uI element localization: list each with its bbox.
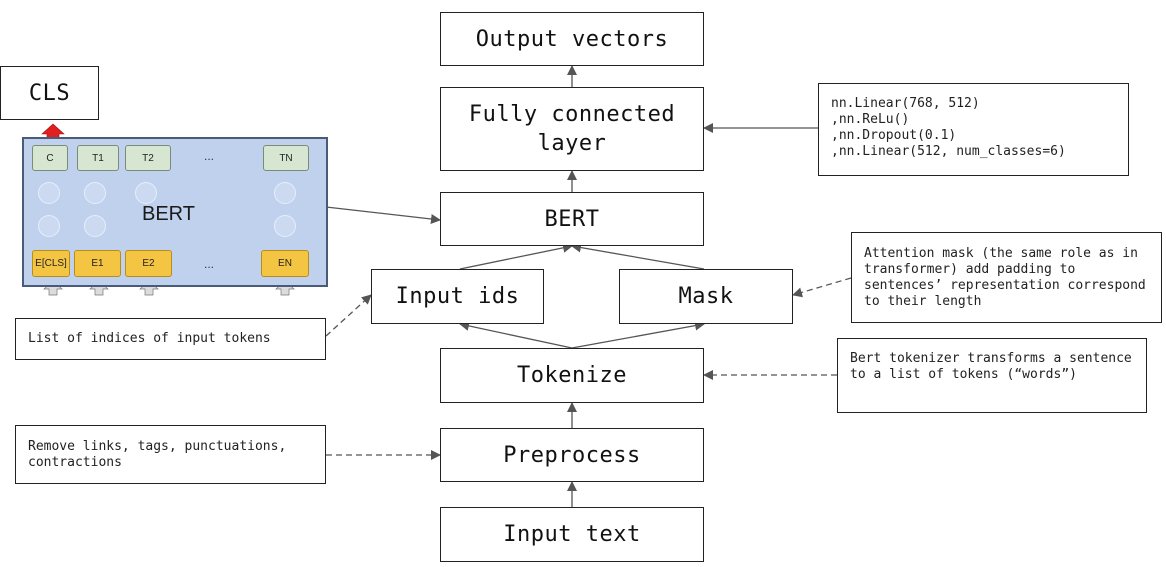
input-ids-box: Input ids — [371, 269, 544, 324]
tokenize-label: Tokenize — [517, 363, 627, 388]
preprocess-box: Preprocess — [440, 428, 704, 482]
input-text-box: Input text — [440, 507, 704, 562]
output-token-ellipsis: ... — [204, 149, 215, 163]
hidden-node — [38, 182, 60, 204]
output-token-tn: TN — [263, 145, 309, 171]
preprocess-note: Remove links, tags, punctuations, contra… — [15, 425, 326, 484]
output-token-c: C — [32, 145, 68, 171]
bert-figure: C T1 T2 ... TN BERT E[CLS] E1 E2 ... EN — [22, 137, 328, 287]
input-ids-label: Input ids — [395, 284, 520, 309]
fully-connected-layer-label: Fully connected layer — [468, 102, 676, 156]
dashed-arrow-attention-note — [792, 277, 852, 298]
arrow-tokenize-to-mask — [571, 320, 705, 349]
arrow-inputids-to-bert — [459, 242, 573, 270]
hidden-node — [38, 215, 60, 237]
arrow-tokenize-to-inputids — [459, 320, 573, 349]
hidden-node — [84, 215, 106, 237]
output-vectors-label: Output vectors — [475, 26, 669, 52]
fully-connected-layer-box: Fully connected layer — [440, 87, 704, 171]
fc-code-note: nn.Linear(768, 512) ,nn.ReLu() ,nn.Dropo… — [818, 83, 1129, 176]
tokenize-box: Tokenize — [440, 348, 704, 403]
hidden-node — [135, 182, 157, 204]
hidden-node — [274, 215, 296, 237]
arrow-figure-to-bert — [325, 206, 441, 224]
input-embedding-e1: E1 — [74, 250, 121, 277]
output-token-t1: T1 — [77, 145, 119, 171]
hidden-node — [274, 182, 296, 204]
mask-box: Mask — [619, 269, 793, 324]
bert-model-label: BERT — [142, 203, 195, 225]
input-embedding-en: EN — [261, 250, 309, 277]
dashed-arrow-inputids-note — [325, 294, 372, 337]
input-embedding-ellipsis: ... — [204, 257, 215, 271]
input-embedding-e2: E2 — [125, 250, 172, 277]
input-ids-note: List of indices of input tokens — [15, 318, 326, 360]
output-token-t2: T2 — [125, 145, 171, 171]
hidden-node — [84, 182, 106, 204]
arrow-mask-to-bert — [571, 242, 705, 270]
attention-mask-note: Attention mask (the same role as in tran… — [851, 232, 1162, 323]
input-embedding-cls: E[CLS] — [32, 250, 70, 277]
output-vectors-box: Output vectors — [440, 12, 704, 66]
preprocess-label: Preprocess — [503, 442, 641, 468]
mask-label: Mask — [678, 284, 734, 309]
bert-box: BERT — [440, 192, 704, 246]
cls-box: CLS — [0, 66, 99, 120]
input-text-label: Input text — [503, 522, 641, 547]
cls-label: CLS — [28, 80, 71, 106]
tokenizer-note: Bert tokenizer transforms a sentence to … — [837, 338, 1147, 413]
bert-label: BERT — [544, 206, 600, 232]
